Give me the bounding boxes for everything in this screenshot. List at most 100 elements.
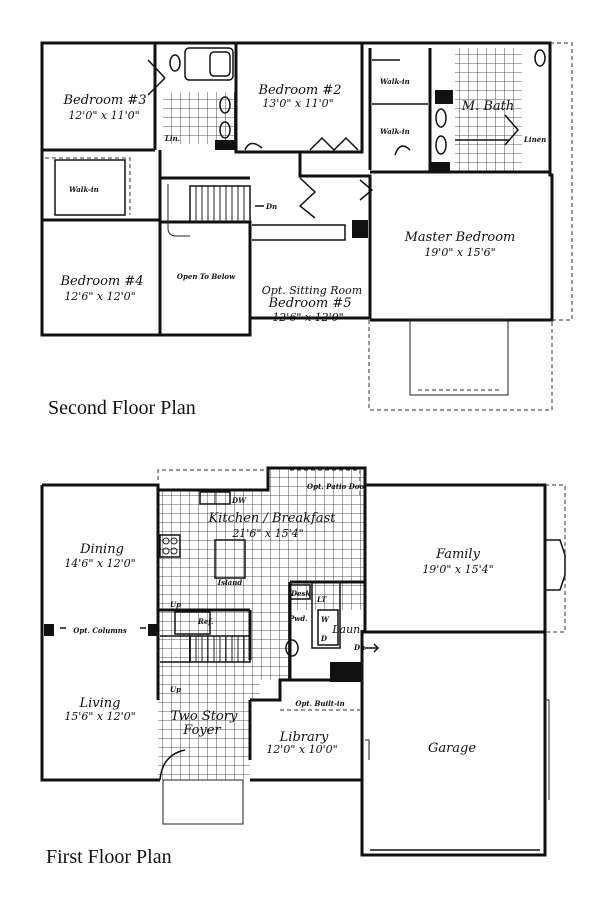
shape [435, 90, 453, 104]
family-name: Family [435, 547, 481, 562]
second-floor-outer-wall-west [40, 41, 372, 337]
line [545, 484, 566, 633]
first-floor-title: First Floor Plan [46, 846, 172, 868]
dryer-label: D [320, 634, 328, 643]
lin-closet-label: Lin. [164, 134, 180, 143]
line [359, 179, 374, 201]
second-floor-outer-wall-east [362, 41, 554, 322]
shape [215, 140, 235, 150]
master-bedroom-name: Master Bedroom [404, 230, 516, 245]
line [167, 184, 190, 237]
bedroom-3-name: Bedroom #3 [62, 93, 146, 108]
first-floor-plan: Opt. Patio Door DW Kitchen / Breakfast 2… [40, 466, 566, 868]
bedroom-5-name: Bedroom #5 [267, 296, 351, 311]
front-porch [162, 779, 244, 825]
laundry-name: Laun. [331, 623, 364, 636]
master-toilet-fixture [534, 49, 546, 67]
line [365, 739, 370, 760]
walk-in-closet-label-2: Walk-in [380, 127, 410, 136]
wall [250, 610, 292, 702]
line [365, 643, 380, 653]
living-dims: 15'6" x 12'0" [64, 710, 135, 723]
line [157, 469, 268, 480]
bedroom-4-name: Bedroom #4 [59, 274, 143, 289]
garage-name: Garage [428, 741, 476, 756]
master-bedroom-dims: 19'0" x 15'6" [424, 246, 495, 259]
stairs-up-label: Up [170, 600, 181, 609]
shape [148, 624, 158, 636]
shape [352, 220, 368, 238]
second-floor-plan: Bedroom #3 12'0" x 11'0" Bedroom #2 13'0… [40, 41, 573, 419]
shape [162, 537, 170, 545]
bedroom-4-dims: 12'6" x 12'0" [64, 290, 135, 303]
island-label: Island [217, 578, 242, 587]
sitting-room-name: Opt. Sitting Room [262, 284, 362, 297]
walk-in-closet-label: Walk-in [380, 77, 410, 86]
cooktop-fixture [159, 534, 181, 558]
desk-fixture [289, 584, 311, 600]
opt-patio-door-label: Opt. Patio Door [307, 482, 369, 491]
stairs-up-label-2: Up [170, 685, 181, 694]
wall [372, 59, 428, 105]
chimney-block [330, 662, 362, 682]
shape [435, 135, 447, 155]
library-dims: 12'0" x 10'0" [266, 743, 337, 756]
kitchen-dims: 21'6" x 15'4" [231, 527, 303, 540]
linen-closet-label: Linen [523, 135, 546, 144]
powder-room-label: Pwd. [288, 614, 308, 623]
shape [170, 537, 178, 545]
toilet-fixture [169, 54, 181, 72]
line [298, 177, 317, 219]
foyer-name-line1: Two Story [171, 709, 238, 724]
line [244, 142, 263, 151]
open-to-below-label: Open To Below [177, 272, 236, 281]
kitchen-island [214, 539, 246, 579]
shape [209, 51, 231, 77]
line [160, 635, 191, 663]
family-dims: 19'0" x 15'4" [422, 563, 493, 576]
bedroom-2-name: Bedroom #2 [257, 83, 341, 98]
washer-label: W [321, 615, 330, 624]
bedroom-2-dims: 13'0" x 11'0" [262, 97, 333, 110]
opt-columns-label: Opt. Columns [73, 626, 127, 635]
library-name: Library [279, 730, 329, 745]
line [290, 469, 361, 495]
living-name: Living [79, 696, 121, 711]
sink-fixture [219, 96, 231, 114]
line [368, 320, 553, 411]
shape [162, 547, 170, 555]
master-bath-name: M. Bath [461, 99, 514, 114]
refrigerator-fixture [174, 611, 211, 635]
laundry-tub-label: LT [316, 595, 327, 604]
desk-label: Desk [290, 589, 310, 598]
line [370, 849, 540, 856]
shape [44, 624, 54, 636]
master-sink-fixture [435, 108, 447, 128]
kitchen-foyer-tile [158, 468, 365, 780]
line [195, 636, 245, 662]
upper-stairs [167, 184, 251, 237]
refrigerator-label: Ref. [197, 617, 213, 626]
line [504, 114, 519, 146]
garage-wall [360, 630, 547, 857]
walk-in-closet-label-b4: Walk-in [69, 185, 99, 194]
wall [234, 43, 300, 154]
hall-bath-floor [163, 92, 236, 144]
line [195, 186, 245, 222]
line [545, 699, 550, 800]
kitchen-name: Kitchen / Breakfast [207, 511, 336, 526]
line [550, 42, 573, 321]
shape [430, 162, 450, 172]
first-floor-stairs [160, 635, 251, 663]
master-bath-floor [455, 48, 522, 172]
opt-built-in-label: Opt. Built-in [295, 699, 344, 708]
line [394, 145, 411, 156]
stairs-down-label-1f: Dn [353, 643, 365, 652]
stairs-down-label: Dn [265, 202, 277, 211]
shape [219, 121, 231, 139]
powder-toilet [285, 639, 299, 657]
dishwasher-label: DW [231, 496, 247, 505]
family-fireplace [545, 539, 566, 591]
shape [170, 547, 178, 555]
